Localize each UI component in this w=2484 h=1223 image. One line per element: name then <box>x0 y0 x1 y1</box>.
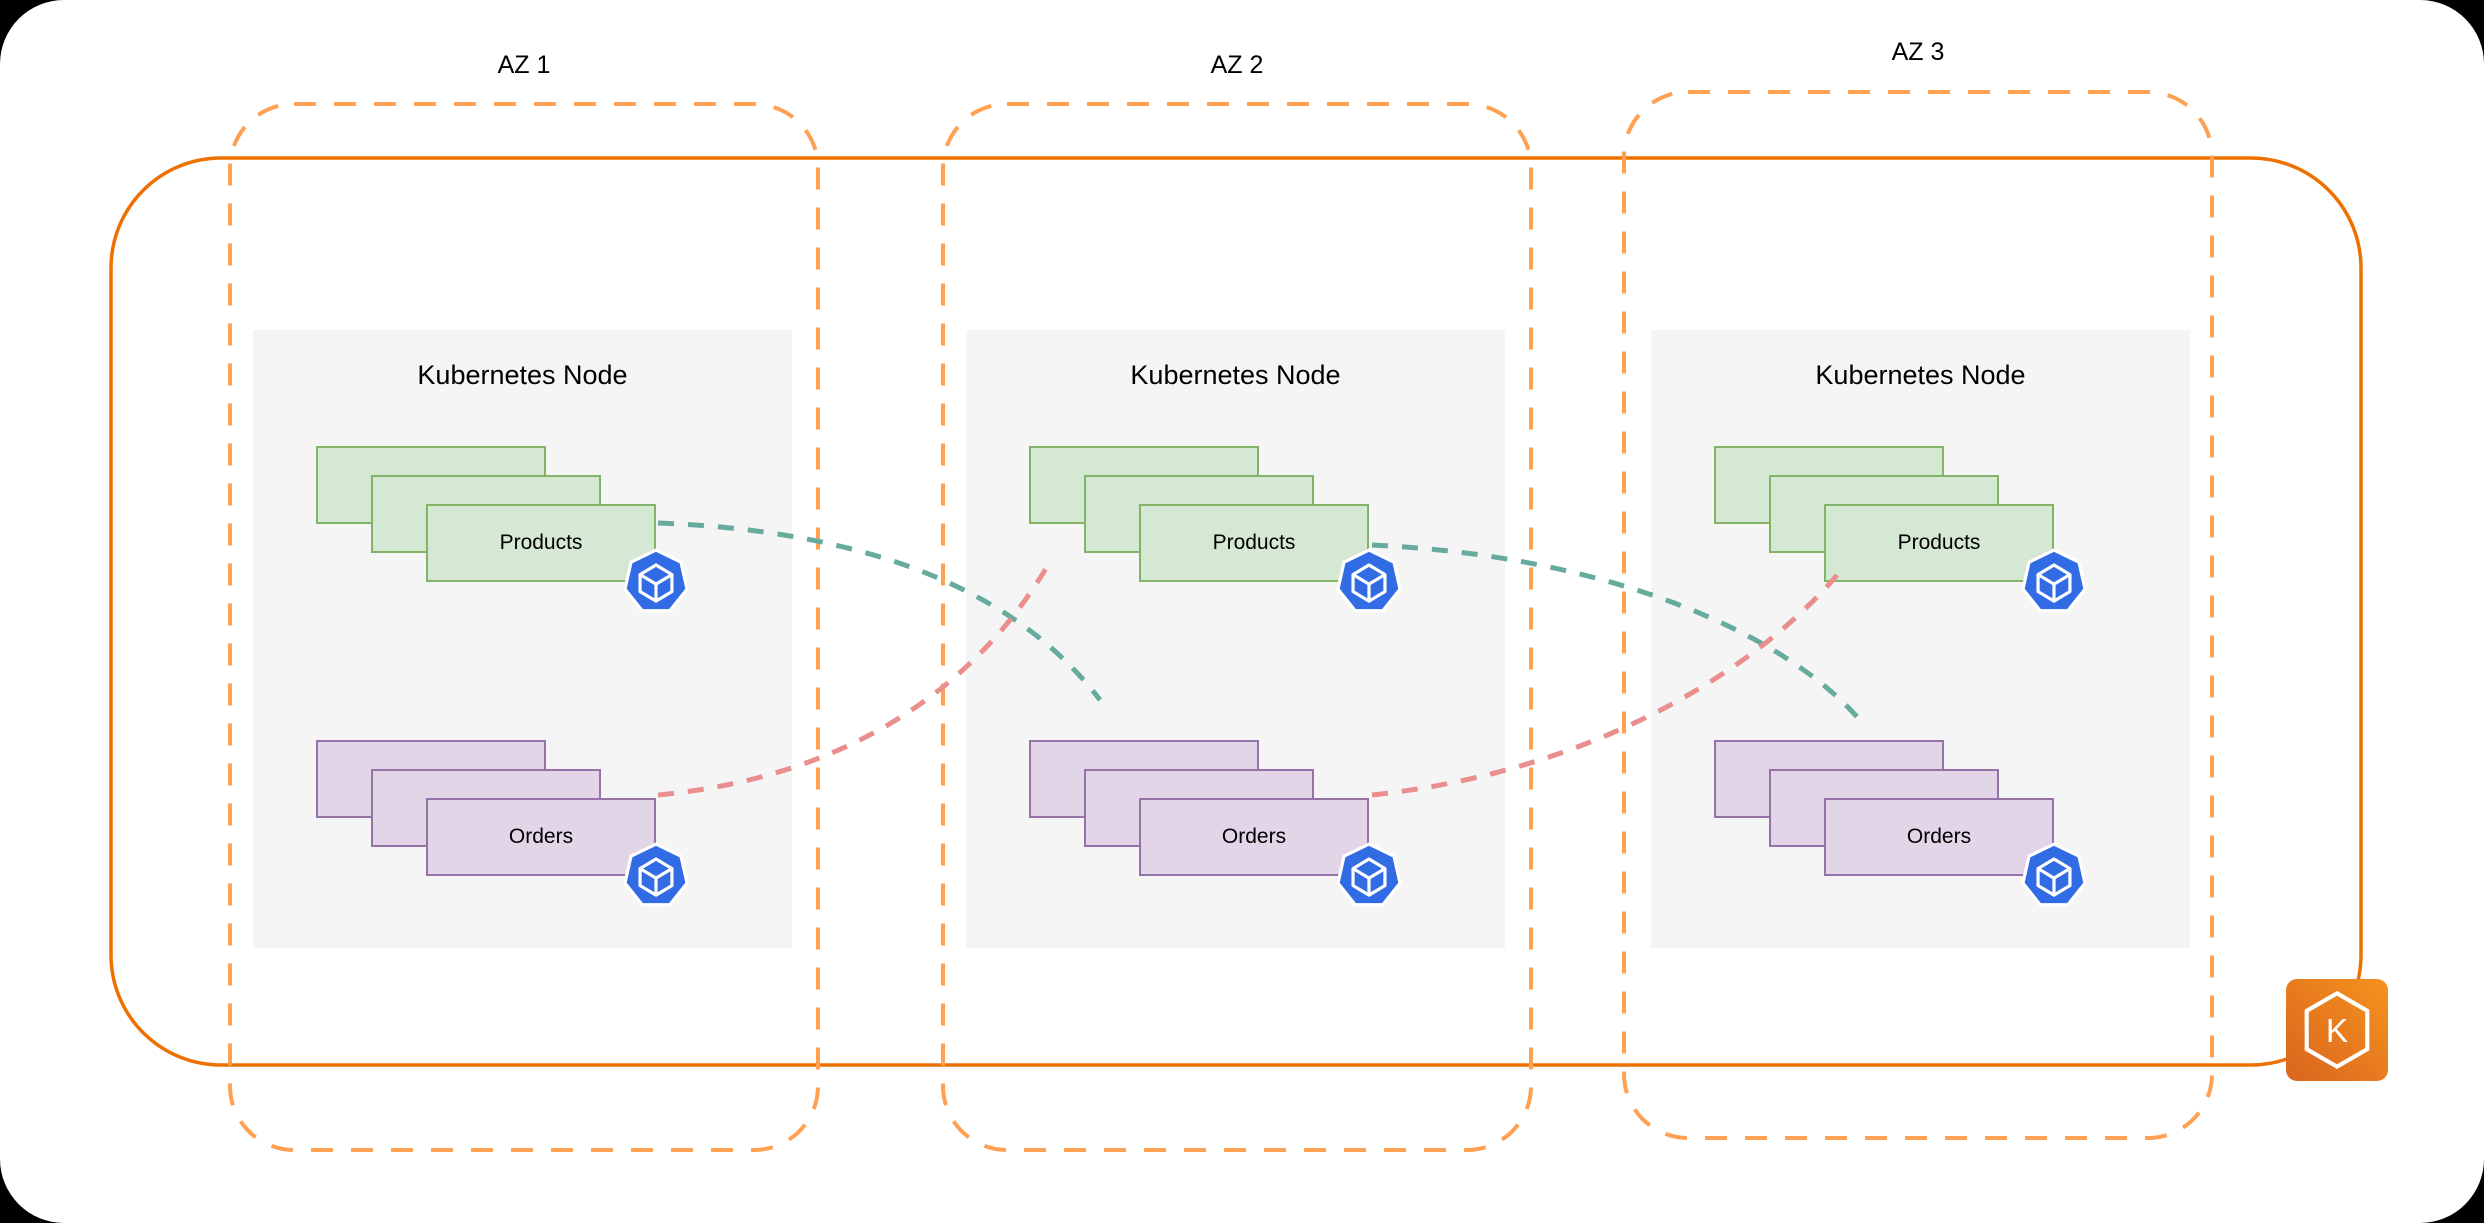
kubernetes-pod-icon <box>2020 842 2088 910</box>
node-title: Kubernetes Node <box>417 360 628 390</box>
pod-replica: Orders <box>1139 798 1369 876</box>
az-2-label: AZ 2 <box>1210 51 1264 79</box>
kubernetes-node-az1: Kubernetes Node Products Orders <box>253 330 792 948</box>
workload-label: Products <box>1897 531 1981 554</box>
products-deployment-az1: Products <box>316 446 689 613</box>
products-deployment-az2: Products <box>1029 446 1402 613</box>
kubernetes-pod-icon <box>622 842 690 910</box>
az-1-label: AZ 1 <box>497 51 551 79</box>
pod-replica: Products <box>1824 504 2054 582</box>
workload-label: Orders <box>1906 825 1972 848</box>
workload-label: Products <box>499 531 583 554</box>
workload-label: Products <box>1212 531 1296 554</box>
kubernetes-pod-icon <box>1335 842 1403 910</box>
products-deployment-az3: Products <box>1714 446 2087 613</box>
workload-label: Orders <box>1221 825 1287 848</box>
orders-deployment-az3: Orders <box>1714 740 2087 907</box>
az-3-label: AZ 3 <box>1891 38 1945 66</box>
workload-label: Orders <box>508 825 574 848</box>
amazon-eks-icon: K <box>2286 979 2388 1081</box>
kubernetes-pod-icon <box>2020 548 2088 616</box>
pod-replica: Products <box>426 504 656 582</box>
eks-letter: K <box>2326 1013 2348 1050</box>
pod-replica: Products <box>1139 504 1369 582</box>
kubernetes-node-az3: Kubernetes Node Products Orders <box>1651 330 2190 948</box>
pod-replica: Orders <box>426 798 656 876</box>
pod-replica: Orders <box>1824 798 2054 876</box>
kubernetes-node-az2: Kubernetes Node Products Orders <box>966 330 1505 948</box>
kubernetes-pod-icon <box>1335 548 1403 616</box>
orders-deployment-az2: Orders <box>1029 740 1402 907</box>
kubernetes-pod-icon <box>622 548 690 616</box>
node-title: Kubernetes Node <box>1815 360 2026 390</box>
node-title: Kubernetes Node <box>1130 360 1341 390</box>
orders-deployment-az1: Orders <box>316 740 689 907</box>
